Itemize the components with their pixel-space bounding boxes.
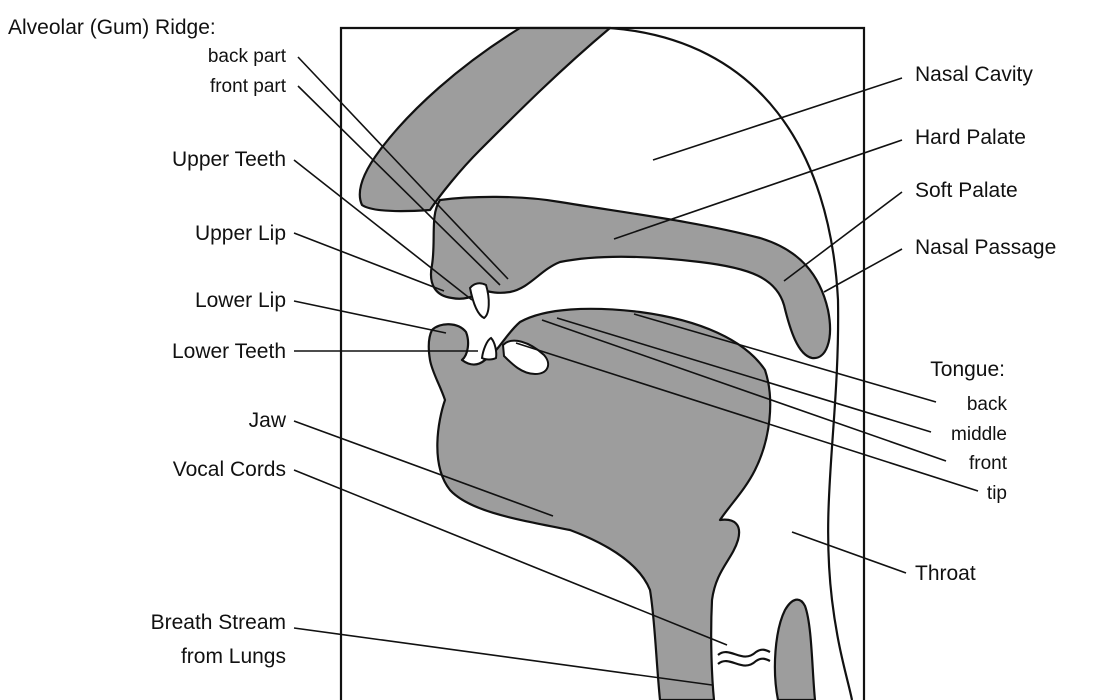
leader-upper-lip [294, 233, 444, 291]
leader-breath-stream [294, 628, 712, 685]
label-soft-palate: Soft Palate [915, 179, 1018, 202]
label-breath-stream-2: from Lungs [181, 645, 286, 668]
label-tongue-back: back [967, 394, 1008, 415]
label-alveolar-back: back part [208, 46, 287, 67]
label-alveolar-ridge: Alveolar (Gum) Ridge: [8, 16, 216, 39]
label-hard-palate: Hard Palate [915, 126, 1026, 149]
label-nasal-cavity: Nasal Cavity [915, 63, 1033, 86]
label-nasal-passage: Nasal Passage [915, 236, 1056, 259]
label-breath-stream-1: Breath Stream [151, 611, 286, 634]
vocal-cords-mark [718, 650, 770, 666]
leader-lower-lip [294, 301, 446, 333]
label-upper-lip: Upper Lip [195, 222, 286, 245]
leader-throat [792, 532, 906, 573]
label-upper-teeth: Upper Teeth [172, 148, 286, 171]
label-lower-lip: Lower Lip [195, 289, 286, 312]
label-alveolar-front: front part [210, 76, 287, 97]
lower-teeth-shape [482, 338, 496, 360]
label-tongue: Tongue: [930, 358, 1005, 381]
label-lower-teeth: Lower Teeth [172, 340, 286, 363]
label-tongue-front: front [969, 453, 1008, 474]
label-jaw: Jaw [249, 409, 287, 432]
leader-soft-palate [784, 192, 902, 281]
epiglottis-shape [775, 600, 815, 700]
upper-teeth-shape [470, 283, 489, 318]
label-throat: Throat [915, 562, 976, 585]
label-tongue-tip: tip [987, 483, 1007, 504]
label-tongue-middle: middle [951, 424, 1007, 445]
label-vocal-cords: Vocal Cords [173, 458, 286, 481]
